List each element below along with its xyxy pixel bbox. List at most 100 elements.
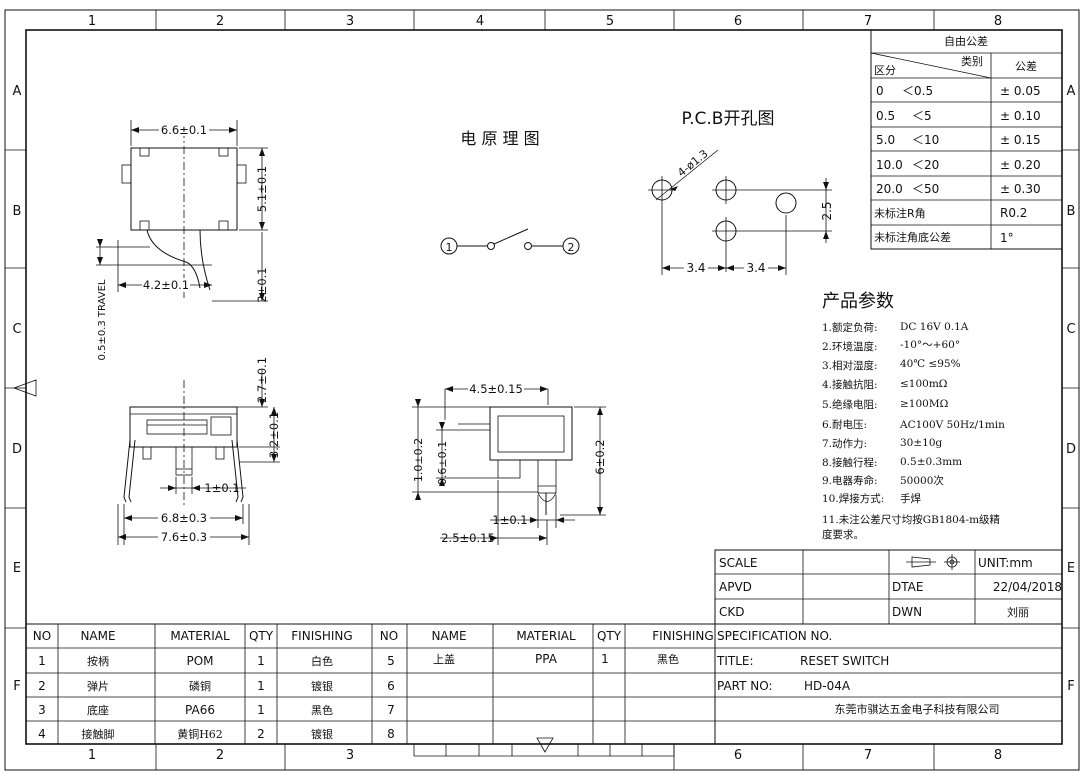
tol-header-category: 类别 [961,54,983,68]
col-label-bottom: 2 [216,748,224,763]
bom-cell: 3 [38,703,46,717]
bom-cell: 4 [38,727,46,741]
col-label-top: 6 [734,14,742,29]
bom-header: QTY [249,629,274,643]
tol-range-a: 0 [876,84,884,98]
tol-range-b: ＜20 [912,158,939,172]
col-label-top: 3 [346,14,354,29]
tol-value: ± 0.10 [1000,109,1041,123]
bom-header: MATERIAL [516,629,576,643]
bom-cell: 7 [387,703,395,717]
col-label-top: 8 [994,14,1002,29]
dim-top-offset: 4.2±0.1 [143,278,189,292]
param-value: 40℃ ≤95% [900,358,961,370]
param-label: 6.耐电压: [822,418,867,431]
param-label: 10.焊接方式: [822,492,884,505]
company-name: 东莞市骐达五金电子科技有限公司 [835,702,1000,716]
dim-top-height: 5.1±0.1 [255,166,269,212]
bom-cell: PA66 [185,703,215,717]
param-label: 5.绝缘电阻: [822,398,878,411]
param-value: ≥100MΩ [900,398,949,410]
param-value: ≤100mΩ [900,378,948,390]
param-value: AC100V 50Hz/1min [899,419,1005,431]
tol-range-b: ＜5 [912,109,932,123]
pcb-hole-label: 4-ø1.3 [675,147,711,179]
row-label-left: A [13,84,22,99]
tol-title: 自由公差 [944,34,988,48]
spec-label: SPECIFICATION NO. [717,629,832,643]
col-label-top: 5 [606,14,614,29]
dim-side-height: 6±0.2 [593,439,607,474]
dim-front-pitch: 1±0.1 [204,481,239,495]
bom-cell: 1 [257,679,265,693]
pcb-hole-icon [775,192,797,214]
schematic-title: 电 原 理 图 [460,129,539,148]
col-label-bottom: 6 [734,748,742,763]
date-value: 22/04/2018 [993,580,1062,594]
ckd-label: CKD [719,605,745,619]
bom-header: NAME [431,629,466,643]
params-title: 产品参数 [822,291,894,312]
tol-header-range: 区分 [874,64,896,77]
pcb-dim-b: 3.4 [746,261,765,275]
bom-cell: 5 [387,654,395,668]
bom-cell: 1 [601,652,609,666]
dim-side-base: 2.5±0.15 [441,531,495,545]
apvd-label: APVD [719,580,752,594]
param-note: 11.未注公差尺寸均按GB1804-m级精 [822,513,1001,526]
tolerance-table: 自由公差 类别 区分 公差 0 ＜0.5 ± 0.05 0.5 ＜5 ± 0.1… [870,29,1063,250]
dim-side-h1: 1.0±0.2 [412,438,425,482]
param-value: DC 16V 0.1A [900,321,969,333]
param-label: 8.接触行程: [822,456,878,469]
col-label-top: 4 [476,14,484,29]
dim-travel: 0.5±0.3 TRAVEL [97,279,108,360]
bom-cell: 1 [38,654,46,668]
param-value: -10°～+60° [900,339,960,351]
bom-cell: 1 [257,703,265,717]
tol-value: ± 0.15 [1000,133,1041,147]
node-2-label: 2 [568,241,575,254]
node-2-icon [562,237,580,255]
bom-cell: 镀银 [311,679,333,693]
bom-cell: 黑色 [311,703,333,717]
dtae-label: DTAE [892,580,923,594]
row-label-left: F [13,679,20,694]
bom-header: NAME [80,629,115,643]
row-label-right: E [1067,561,1075,576]
bom-cell: PPA [535,652,558,666]
row-label-right: F [1067,679,1074,694]
bom-cell: 上盖 [433,652,455,666]
unit-label: UNIT:mm [978,556,1033,570]
radius-label: 未标注R角 [874,206,926,220]
title-value: RESET SWITCH [800,654,889,668]
row-label-right: A [1067,84,1076,99]
bom-cell: 底座 [87,703,109,717]
radius-value: R0.2 [1000,206,1027,220]
bom-table: NO NAME MATERIAL QTY FINISHING NO NAME M… [25,623,716,745]
row-label-left: D [12,442,22,457]
param-value: 30±10g [900,437,943,449]
angle-label: 未标注角底公差 [874,230,951,244]
pcb-dim-h: 2.5 [820,201,834,220]
param-note: 度要求。 [822,528,864,541]
side-view: 4.5±0.15 1.0±0.2 0.6±0.1 6±0.2 1±0.1 2.5… [412,382,607,545]
bom-cell: POM [186,654,213,668]
dim-top-width: 6.6±0.1 [161,123,207,137]
col-label-bottom: 8 [994,748,1002,763]
tol-value: ± 0.20 [1000,158,1041,172]
drawer-value: 刘丽 [1007,606,1029,619]
tol-range-a: 0.5 [876,109,895,123]
centering-arrow-bottom-icon [536,737,554,753]
tol-value: ± 0.05 [1000,84,1041,98]
pcb-title: P.C.B开孔图 [682,109,775,129]
dim-front-outer: 7.6±0.3 [161,530,207,544]
row-label-right: D [1066,442,1076,457]
bom-header: FINISHING [291,629,352,643]
bom-cell: 6 [387,679,395,693]
tol-range-a: 20.0 [876,182,903,196]
dim-side-h2: 0.6±0.1 [436,441,449,485]
bom-header: FINISHING [652,629,713,643]
bom-cell: 2 [38,679,46,693]
pcb-layout: P.C.B开孔图 2.5 4-ø1.3 3.4 3.4 [648,109,834,275]
